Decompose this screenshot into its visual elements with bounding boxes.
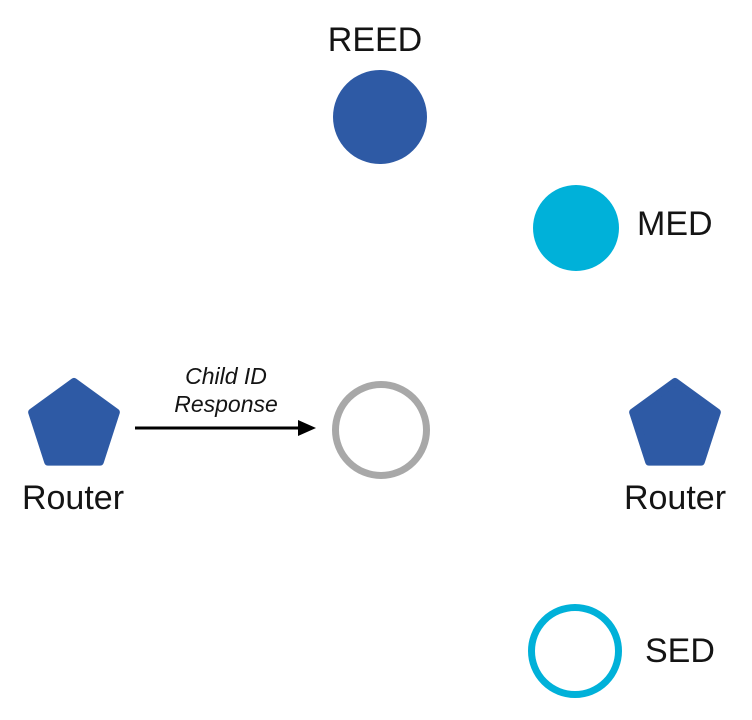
child-id-response-message-label: Child ID Response (151, 362, 301, 418)
message-label-line1: Child ID (185, 363, 267, 389)
router-left-pentagon-shape (28, 378, 120, 466)
sed-node-label: SED (645, 632, 715, 670)
med-node-circle-icon (533, 185, 619, 271)
router-right-node-label: Router (623, 479, 727, 517)
child-id-response-arrowhead-icon (298, 420, 316, 436)
router-right-pentagon-shape (629, 378, 721, 466)
sed-node-circle-icon (528, 604, 622, 698)
message-label-line2: Response (174, 391, 278, 418)
reed-node-circle-icon (333, 70, 427, 164)
router-left-node-label: Router (21, 479, 125, 517)
joining-node-circle-icon (332, 381, 430, 479)
router-right-pentagon-icon (629, 378, 721, 466)
router-left-pentagon-icon (28, 378, 120, 466)
med-node-label: MED (637, 205, 713, 243)
reed-node-label: REED (327, 21, 423, 59)
